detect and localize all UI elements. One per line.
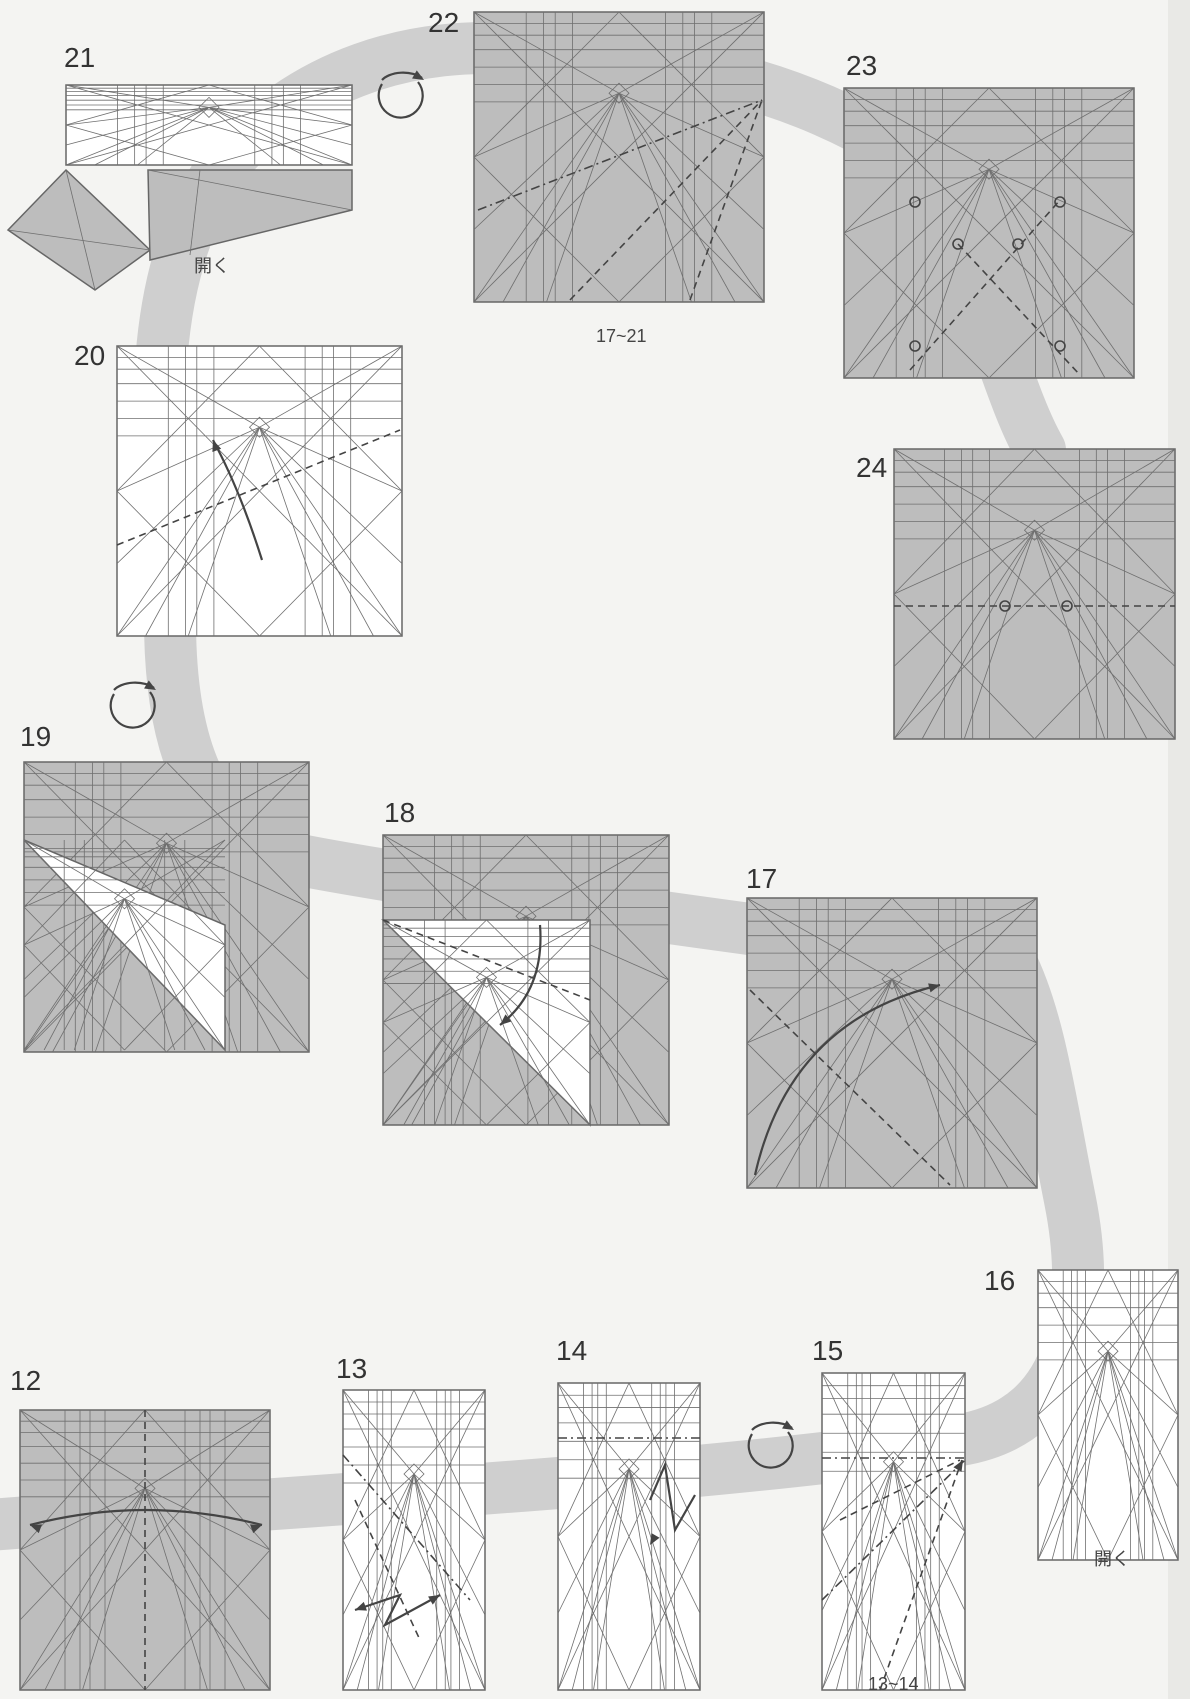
diagram-step-20 [117,346,402,636]
open-note-16: 開く [1094,1549,1130,1570]
turn-over-icon-19-20 [111,680,156,727]
step-number-15: 15 [812,1335,843,1366]
step-number-14: 14 [556,1335,587,1366]
diagram-step-13 [343,1390,485,1690]
diagram-step-24 [894,449,1175,739]
diagram-step-23 [844,88,1134,378]
diagram-step-21-flap-right [148,170,352,260]
step-number-20: 20 [74,340,105,371]
diagram-step-17 [747,898,1037,1188]
diagram-step-21 [66,85,352,165]
reference-22: 17~21 [596,326,647,346]
step-number-16: 16 [984,1265,1015,1296]
step-number-18: 18 [384,797,415,828]
diagram-step-16 [1038,1270,1178,1560]
step-number-13: 13 [336,1353,367,1384]
open-note-21: 開く [194,256,230,277]
diagram-step-14 [558,1383,700,1690]
step-number-23: 23 [846,50,877,81]
diagram-step-18 [383,835,669,1125]
diagram-step-15 [822,1373,965,1690]
step-number-21: 21 [64,42,95,73]
reference-15: 13~14 [868,1674,919,1694]
step-number-19: 19 [20,721,51,752]
diagram-step-19 [24,762,309,1052]
diagram-step-21-flap-left [8,170,150,290]
step-number-17: 17 [746,863,777,894]
step-number-24: 24 [856,452,887,483]
step-number-12: 12 [10,1365,41,1396]
step-number-22: 22 [428,7,459,38]
diagram-step-12 [20,1410,270,1690]
diagram-step-22 [474,12,764,302]
